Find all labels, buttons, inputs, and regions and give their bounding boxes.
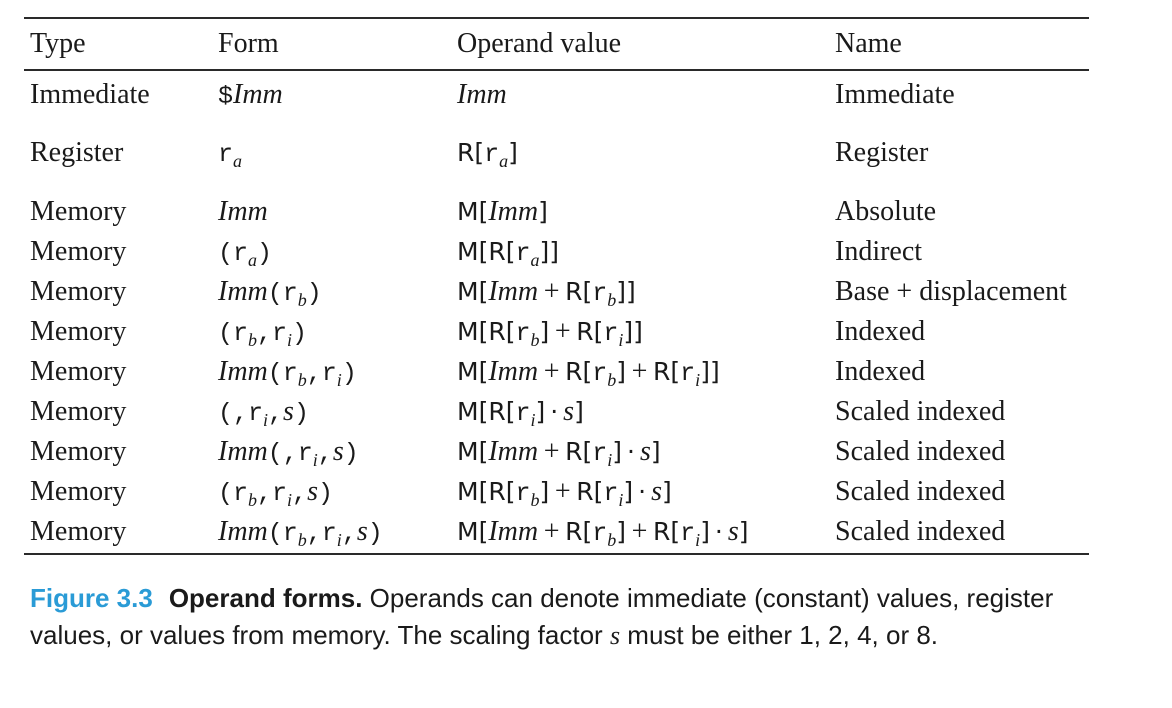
- header-type: Type: [30, 28, 86, 59]
- cell-type: Memory: [30, 276, 127, 307]
- cell-operand-value: M[R[ri] · s]: [457, 396, 584, 430]
- cell-name: Scaled indexed: [835, 516, 1006, 547]
- cell-operand-value: Imm: [457, 79, 507, 110]
- cell-form: (rb,ri): [218, 319, 308, 350]
- cell-form: Imm(rb,ri,s): [218, 516, 383, 550]
- table-header-rule: [24, 69, 1089, 71]
- cell-type: Memory: [30, 396, 127, 427]
- cell-type: Memory: [30, 516, 127, 547]
- cell-type: Immediate: [30, 79, 150, 110]
- cell-operand-value: M[Imm + R[ri] · s]: [457, 436, 661, 470]
- header-form: Form: [218, 28, 279, 59]
- cell-type: Register: [30, 137, 124, 168]
- caption-text-1: Operands can denote immediate (constant)…: [30, 583, 1054, 650]
- cell-type: Memory: [30, 196, 127, 227]
- header-operand-value: Operand value: [457, 28, 622, 59]
- cell-form: Imm(rb): [218, 276, 322, 310]
- cell-name: Scaled indexed: [835, 436, 1006, 467]
- cell-form: $Imm: [218, 79, 283, 111]
- cell-form: (,ri,s): [218, 396, 309, 430]
- table-top-rule: [24, 17, 1089, 19]
- cell-operand-value: M[Imm + R[rb] + R[ri]]: [457, 356, 720, 390]
- figure-title: Operand forms.: [168, 583, 363, 613]
- cell-operand-value: M[R[ra]]: [457, 237, 559, 270]
- header-name: Name: [835, 28, 902, 59]
- caption-text-2: must be either 1, 2, 4, or 8.: [627, 620, 939, 650]
- cell-name: Register: [835, 137, 929, 168]
- cell-operand-value: M[Imm + R[rb]]: [457, 276, 636, 310]
- cell-form: ra: [218, 140, 243, 171]
- cell-type: Memory: [30, 236, 127, 267]
- cell-name: Base + displacement: [835, 276, 1067, 307]
- cell-operand-value: M[Imm + R[rb] + R[ri] · s]: [457, 516, 749, 550]
- cell-type: Memory: [30, 316, 127, 347]
- cell-name: Scaled indexed: [835, 476, 1006, 507]
- caption-variable-s: s: [609, 621, 621, 650]
- figure-label: Figure 3.3: [30, 583, 153, 613]
- cell-form: Imm(,ri,s): [218, 436, 359, 470]
- cell-type: Memory: [30, 356, 127, 387]
- cell-name: Scaled indexed: [835, 396, 1006, 427]
- cell-type: Memory: [30, 476, 127, 507]
- cell-form: Imm(rb,ri): [218, 356, 357, 390]
- cell-name: Indirect: [835, 236, 923, 267]
- cell-name: Immediate: [835, 79, 955, 110]
- cell-operand-value: M[R[rb] + R[ri]]: [457, 316, 643, 350]
- cell-name: Indexed: [835, 356, 926, 387]
- cell-name: Absolute: [835, 196, 937, 227]
- cell-type: Memory: [30, 436, 127, 467]
- cell-form: (ra): [218, 239, 273, 270]
- cell-name: Indexed: [835, 316, 926, 347]
- cell-operand-value: R[ra]: [457, 138, 518, 171]
- cell-form: (rb,ri,s): [218, 476, 333, 510]
- figure-caption: Figure 3.3 Operand forms. Operands can de…: [30, 580, 1140, 654]
- table-bottom-rule: [24, 553, 1089, 555]
- cell-form: Imm: [218, 196, 268, 227]
- cell-operand-value: M[R[rb] + R[ri] · s]: [457, 476, 672, 510]
- cell-operand-value: M[Imm]: [457, 196, 548, 227]
